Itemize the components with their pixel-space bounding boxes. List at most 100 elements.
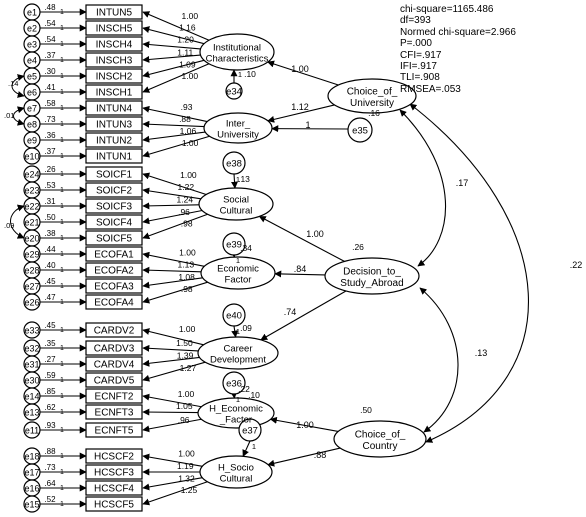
factor-label: Career (223, 344, 252, 355)
second-order-label: University (350, 98, 394, 109)
loading-path (142, 453, 203, 467)
error-label: e8 (27, 119, 37, 129)
loading-label: 1.05 (176, 401, 193, 411)
error-variance-label: .93 (44, 421, 56, 430)
indicator-box (85, 372, 143, 388)
factor-label: Institutional (213, 43, 261, 54)
loading-path (142, 187, 202, 200)
error-covariance-arc (11, 74, 25, 98)
error-variance-label: .58 (44, 99, 56, 108)
structural-path-label: 1.00 (306, 229, 324, 239)
loading-label: 1.32 (178, 473, 195, 483)
indicator-label: INSCH4 (96, 40, 133, 51)
loading-label: 1.27 (180, 363, 197, 373)
indicator-label: ECNFT3 (95, 408, 134, 419)
error-label: e3 (27, 39, 37, 49)
error-label: e5 (27, 71, 37, 81)
indicator-box (85, 294, 143, 310)
disturbance-term (222, 303, 246, 327)
error-term (23, 147, 41, 165)
indicator-box (85, 356, 143, 372)
disturbance-term (222, 232, 246, 256)
structural-path-label: 1.00 (291, 64, 309, 74)
loading-path (142, 266, 202, 274)
disturbance-label: e34 (226, 86, 242, 97)
disturbance-variance-label: .10 (248, 390, 260, 400)
indicator-box (85, 464, 143, 480)
error-label: e15 (24, 499, 39, 509)
error-variance-label: .41 (44, 83, 56, 92)
disturbance-label: e37 (242, 425, 258, 436)
factor-label: Characteristics (206, 54, 269, 65)
disturbance-path-label: 1 (236, 175, 240, 184)
indicator-label: INTUN2 (96, 136, 133, 147)
structural-path-label: .74 (284, 307, 297, 317)
error-path-label: 1 (60, 187, 64, 194)
indicator-box (85, 100, 143, 116)
error-variance-label: .38 (44, 229, 56, 238)
loading-label: 1.00 (179, 324, 196, 334)
error-label: e10 (24, 151, 39, 161)
loading-label: 1.00 (179, 247, 196, 257)
error-label: e24 (24, 169, 39, 179)
loading-label: 1.09 (179, 60, 196, 70)
structural-path-label: 1.00 (296, 420, 314, 430)
indicator-box (85, 132, 143, 148)
error-label: e30 (24, 375, 39, 385)
error-variance-label: .52 (44, 495, 56, 504)
loading-label: 1.08 (178, 272, 195, 282)
indicator-box (85, 262, 143, 278)
loading-path (142, 120, 205, 128)
error-label: e31 (24, 359, 39, 369)
indicator-label: HCSCF2 (94, 452, 134, 463)
loading-path (142, 172, 207, 196)
loading-label: 1.00 (180, 170, 197, 180)
latent-factor (199, 33, 275, 71)
indicator-label: INTUN4 (96, 104, 133, 115)
error-path-label: 1 (60, 9, 64, 16)
disturbance-label: e38 (226, 158, 242, 169)
error-label: e13 (24, 407, 39, 417)
error-path-label: 1 (60, 153, 64, 160)
error-term (23, 293, 41, 311)
error-path-label: 1 (60, 89, 64, 96)
error-label: e14 (24, 391, 39, 401)
loading-label: 1.00 (182, 11, 199, 21)
error-variance-label: .48 (44, 3, 56, 12)
indicator-box (85, 322, 143, 338)
fit-statistics: chi-square=1165.486 df=393 Normed chi-sq… (400, 4, 580, 95)
error-path-label: 1 (60, 469, 64, 476)
loading-label: 1.20 (177, 35, 194, 45)
second-order-factor (333, 420, 427, 458)
indicator-label: INTUN5 (96, 8, 133, 19)
indicator-box (85, 246, 143, 262)
disturbance-path-label: 1 (236, 256, 240, 265)
error-variance-label: .50 (44, 213, 56, 222)
indicator-box (85, 340, 143, 356)
loading-label: 1.19 (177, 461, 194, 471)
error-path-label: 1 (60, 57, 64, 64)
error-label: e33 (24, 325, 39, 335)
structural-path (267, 104, 335, 123)
error-label: e9 (27, 135, 37, 145)
error-label: e18 (24, 451, 39, 461)
indicator-box (85, 198, 143, 214)
indicator-label: INSCH2 (96, 72, 133, 83)
error-path-label: 1 (60, 25, 64, 32)
fit-stat-tli: TLI=.908 (400, 72, 440, 84)
error-path-label: 1 (60, 283, 64, 290)
loading-path (142, 251, 205, 267)
disturbance-label: e35 (352, 125, 368, 136)
diagram-shapes (23, 3, 427, 513)
error-variance-label: .54 (44, 35, 56, 44)
loading-path (142, 408, 199, 416)
error-path-label: 1 (60, 327, 64, 334)
structural-path (267, 60, 339, 86)
indicator-label: HCSCF3 (94, 468, 134, 479)
error-path-label: 1 (60, 121, 64, 128)
error-path-label: 1 (60, 299, 64, 306)
indicator-box (85, 4, 143, 20)
error-label: e22 (24, 201, 39, 211)
structural-arc-label: .17 (456, 178, 469, 188)
factor-label: University (217, 130, 259, 141)
